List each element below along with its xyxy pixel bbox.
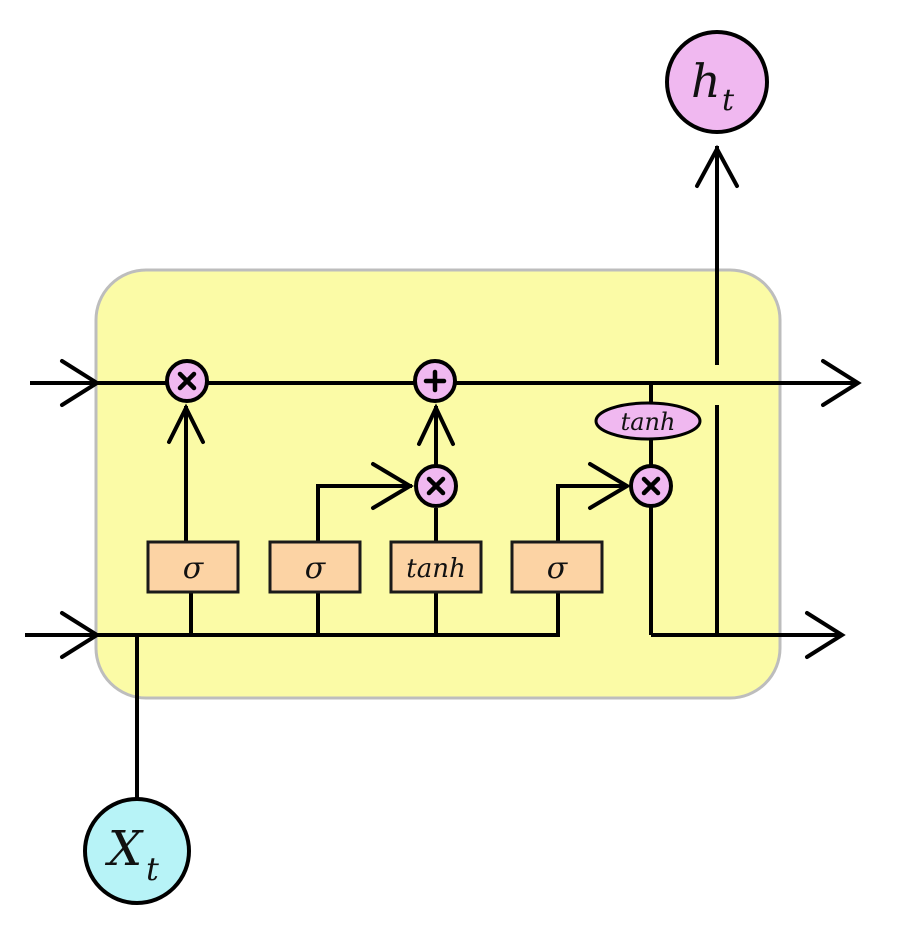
input-node-label: X: [104, 821, 144, 877]
candidate-gate-box: [389, 540, 483, 594]
cell-state-out-arrowhead: [821, 359, 862, 407]
forget-gate-label: σ: [183, 551, 205, 586]
forget-gate-up-arrowhead: [167, 403, 205, 444]
cell-add-op: [413, 359, 457, 403]
hidden-state-in-arrowhead: [60, 611, 101, 659]
output-node-label: h: [691, 54, 721, 108]
output-multiply-icon-b: [641, 476, 661, 496]
hidden-state-out-arrowhead: [805, 611, 846, 659]
input-node: X t: [83, 797, 191, 905]
cell-tanh-label: tanh: [621, 408, 676, 436]
input-multiply-op: [414, 464, 458, 508]
cell-state-in-arrowhead: [60, 359, 101, 407]
candidate-gate-label: tanh: [406, 554, 465, 584]
output-node-subscript: t: [722, 83, 735, 118]
input-node-circle: [83, 797, 191, 905]
output-gate-route-wire: [556, 484, 627, 542]
output-gate-box: [510, 540, 604, 594]
forget-multiply-op: [165, 359, 209, 403]
output-node-circle: [665, 30, 769, 134]
output-gate-route-arrowhead: [588, 462, 631, 510]
output-node: h t: [665, 30, 769, 134]
output-gate-label: σ: [547, 551, 569, 586]
input-gate-box: [268, 540, 362, 594]
input-multiply-up-arrowhead: [417, 403, 455, 446]
output-h-arrowhead: [695, 144, 739, 188]
forget-multiply-icon-b: [177, 371, 197, 391]
input-gate-route-arrowhead: [371, 462, 414, 510]
cell-tanh-ellipse: [594, 401, 702, 441]
input-gate-route-wire: [316, 484, 412, 542]
input-node-subscript: t: [146, 850, 159, 888]
input-multiply-icon-b: [426, 476, 446, 496]
input-gate-label: σ: [305, 551, 327, 586]
forget-gate-box: [146, 540, 240, 594]
output-multiply-op: [629, 464, 673, 508]
